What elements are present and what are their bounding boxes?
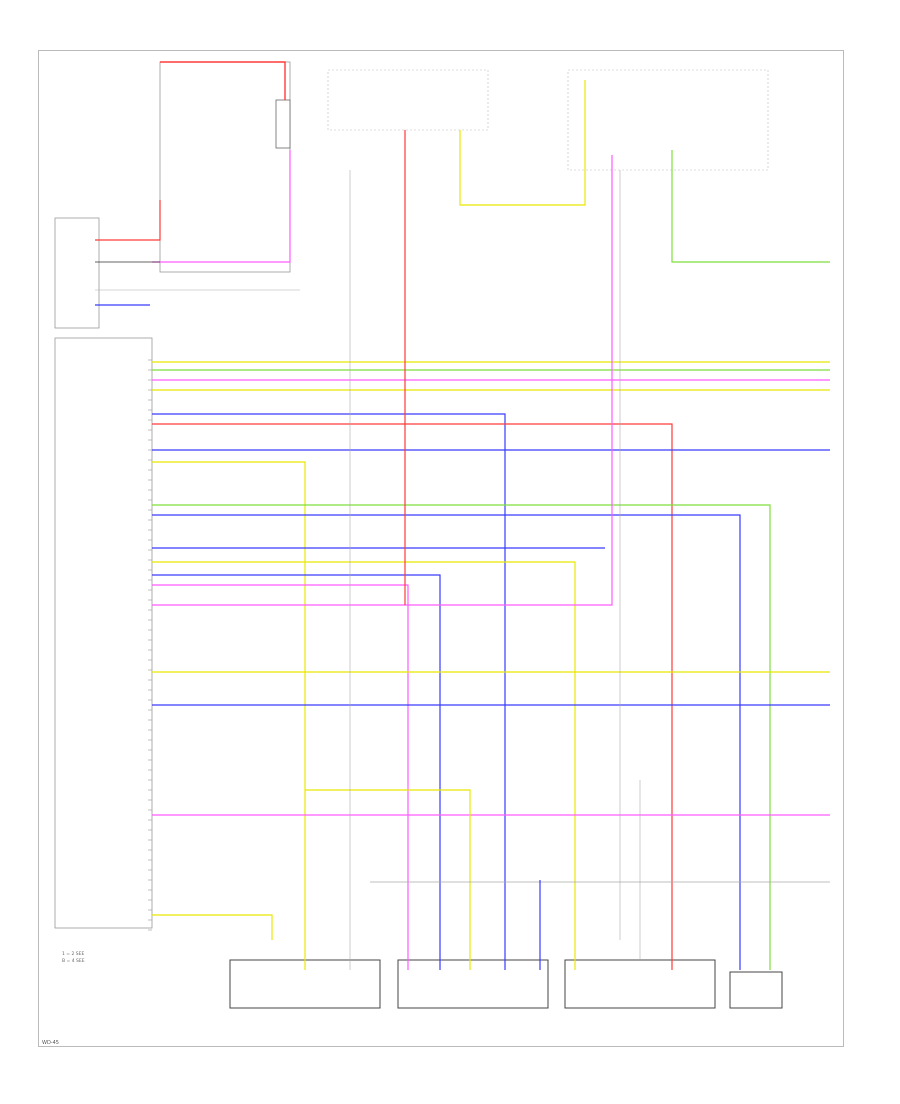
wires-layer <box>95 61 830 970</box>
wire-pink-top <box>152 150 291 263</box>
wire-yellow-6 <box>305 789 471 970</box>
wire-pink-2 <box>152 584 409 970</box>
wire-blue-5 <box>152 574 441 970</box>
wire-green-top <box>671 150 830 263</box>
wire-pink-3 <box>152 155 613 606</box>
wire-red-1 <box>152 423 673 970</box>
wire-yellow-4 <box>152 561 576 970</box>
wire-blue-3 <box>152 514 741 970</box>
fuse-block-top <box>327 69 489 131</box>
actuator-box-2 <box>397 959 549 1009</box>
wire-blue-1 <box>152 413 506 970</box>
wire-yellow-7 <box>152 914 273 940</box>
left-module-box <box>54 217 100 329</box>
pin-ticks-layer <box>148 359 152 931</box>
sensor-box-right <box>729 971 783 1009</box>
wire-red-top <box>160 61 286 100</box>
wire-red-small <box>95 200 161 241</box>
wire-yellow-3 <box>152 461 306 970</box>
connector-label-1: 1 = 2 SEE <box>62 951 84 957</box>
page-number: WD-45 <box>42 1040 59 1046</box>
diagram-frame <box>38 50 844 1047</box>
battery-connector <box>275 99 291 149</box>
relay-block-top-right <box>567 69 769 171</box>
connector-label-2: B = 4 SEE <box>62 958 85 964</box>
wire-yellow-top <box>459 80 586 206</box>
main-module-box <box>54 337 153 929</box>
